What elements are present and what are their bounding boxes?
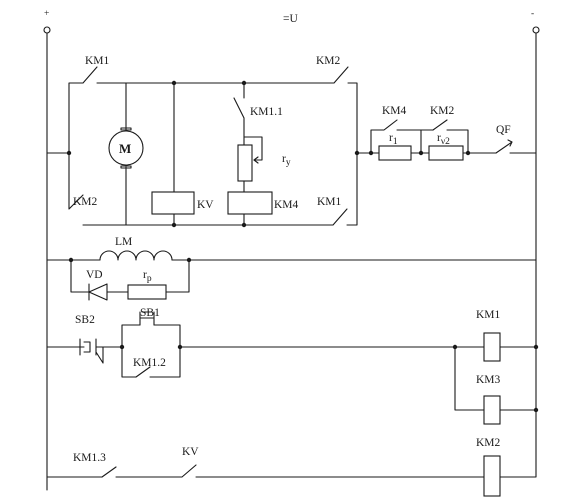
junction <box>418 150 424 156</box>
km4-res-label: KM4 <box>382 105 407 117</box>
r1-label: r1 <box>389 132 398 147</box>
km2-low-label: KM2 <box>73 196 98 208</box>
supply-voltage-label: =U <box>283 13 298 25</box>
km1-coil <box>483 332 501 362</box>
motor-symbol <box>108 130 144 166</box>
coil-feeds <box>454 346 537 411</box>
km1-2-label: KM1.2 <box>133 357 166 369</box>
km3-coil <box>483 395 501 425</box>
bottom-line <box>46 464 485 478</box>
starting-resistors: KM4 KM2 r1 rν2 QF <box>356 105 537 161</box>
km1-1-contact <box>233 82 245 146</box>
lm-winding <box>99 250 173 261</box>
junction <box>241 222 247 228</box>
km1-coil-label: KM1 <box>476 309 501 321</box>
minus-terminal-label: - <box>531 9 534 19</box>
armature-circuit: M KV KM4 KM1 KM2 KM1.1 ry KM2 KM1 <box>46 55 360 228</box>
km1-2-contact <box>121 346 181 378</box>
plus-terminal <box>43 26 51 34</box>
ry-label: ry <box>282 153 291 168</box>
rp-resistor <box>127 284 167 300</box>
junction <box>465 150 471 156</box>
vd-rp-branch <box>70 259 190 293</box>
km4-coil-label: KM4 <box>274 199 299 211</box>
km2-res-label: KM2 <box>430 105 455 117</box>
kv-coil-label: KV <box>197 199 214 211</box>
km1-low-label: KM1 <box>317 196 342 208</box>
bottom-branch <box>68 152 358 226</box>
junction <box>241 80 247 86</box>
km2-coil-label: KM2 <box>476 437 501 449</box>
km1-top-label: KM1 <box>85 55 110 67</box>
rp-label: rp <box>143 269 152 284</box>
bottom-rung: KM1.3 KV KM2 <box>46 437 537 497</box>
ry-tap-wire <box>243 136 263 161</box>
sb1-loop <box>121 324 181 348</box>
km2-bypass-contact <box>420 119 469 154</box>
km1-1-label: KM1.1 <box>250 106 283 118</box>
junction <box>171 80 177 86</box>
junction <box>177 344 183 350</box>
km4-coil <box>227 191 273 215</box>
sb2-link <box>46 338 104 364</box>
sb1-label: SB1 <box>140 307 160 319</box>
junction <box>533 344 539 350</box>
km2-coil <box>483 455 501 497</box>
kv-coil <box>151 191 195 215</box>
qf-label: QF <box>496 124 511 136</box>
qf-breaker <box>495 139 513 154</box>
km2-top-label: KM2 <box>316 55 341 67</box>
vd-label: VD <box>86 269 103 281</box>
vd-diode <box>88 283 108 301</box>
field-circuit: LM VD rp <box>46 236 537 301</box>
plus-terminal-label: + <box>44 9 49 19</box>
control-feed <box>179 346 485 411</box>
junction <box>452 344 458 350</box>
top-branch <box>68 66 358 154</box>
junction <box>66 150 72 156</box>
km3-coil-label: KM3 <box>476 374 501 386</box>
junction <box>533 407 539 413</box>
junction <box>368 150 374 156</box>
junction <box>68 257 74 263</box>
km1-3-label: KM1.3 <box>73 452 106 464</box>
junction <box>171 222 177 228</box>
motor-label: M <box>119 141 131 156</box>
r1-resistor <box>378 145 412 161</box>
ry-tap-arrow <box>253 156 259 164</box>
sb1-button <box>139 311 155 326</box>
control-circuit: SB2 SB1 KM1.2 KM1 KM3 <box>46 307 539 425</box>
minus-terminal <box>532 26 540 34</box>
bottom-return <box>499 469 537 478</box>
sb2-label: SB2 <box>75 314 95 326</box>
r2-label: rν2 <box>437 132 450 147</box>
kv-contact-label: KV <box>182 446 199 458</box>
junction <box>186 257 192 263</box>
lm-label: LM <box>115 236 132 248</box>
r2-resistor <box>428 145 464 161</box>
ry-resistor <box>237 144 253 182</box>
junction <box>119 344 125 350</box>
motor-brushes <box>120 127 132 169</box>
sb2-button <box>79 338 123 356</box>
